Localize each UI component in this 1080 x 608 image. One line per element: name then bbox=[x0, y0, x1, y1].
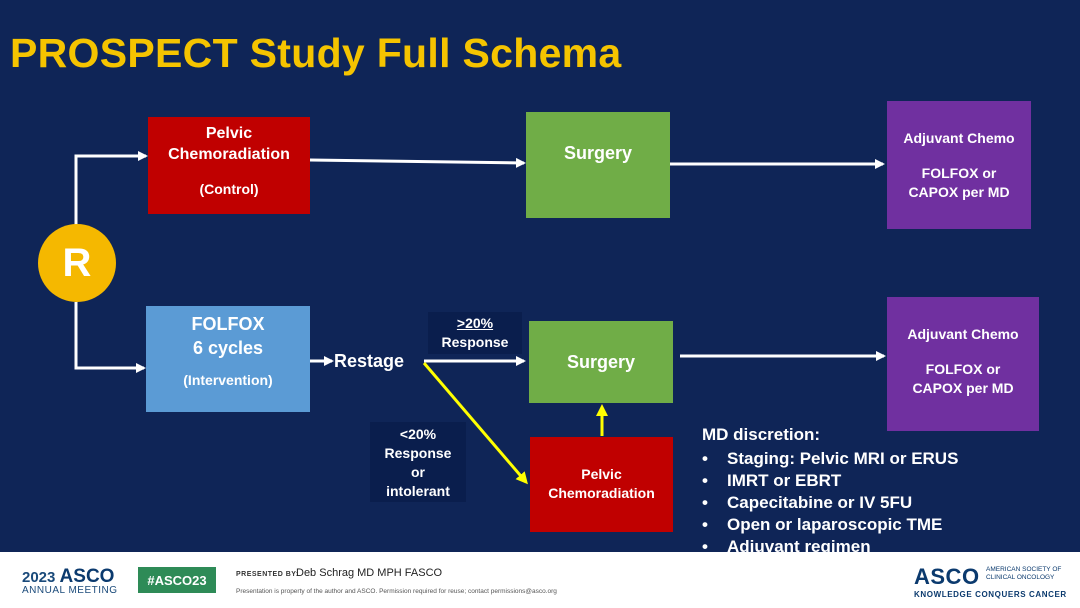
md-discretion-item: Capecitabine or IV 5FU bbox=[702, 492, 958, 514]
meeting-logo: 2023 ASCO bbox=[22, 566, 114, 588]
control-adjuvant-line2: CAPOX per MD bbox=[908, 184, 1010, 200]
control-box-note: (Control) bbox=[199, 181, 259, 197]
md-discretion-item: Staging: Pelvic MRI or ERUS bbox=[702, 448, 958, 470]
control-box-line2: Chemoradiation bbox=[168, 146, 290, 163]
response-high-line2: Response bbox=[441, 334, 509, 350]
arrow-to-control bbox=[74, 151, 148, 226]
control-adjuvant-box: Adjuvant Chemo FOLFOX or CAPOX per MD bbox=[887, 101, 1031, 229]
presented-by-label: PRESENTED BY: bbox=[236, 571, 299, 578]
response-high-line1: >20% bbox=[456, 315, 494, 331]
response-low-line1: <20% bbox=[399, 426, 437, 442]
control-surgery-label: Surgery bbox=[563, 143, 633, 163]
intervention-adjuvant-line1: FOLFOX or bbox=[925, 361, 1001, 377]
intervention-surgery-label: Surgery bbox=[566, 352, 636, 372]
page-title: PROSPECT Study Full Schema bbox=[10, 30, 622, 76]
response-high-label: >20% Response bbox=[428, 312, 522, 354]
intervention-folfox-box: FOLFOX 6 cycles (Intervention) bbox=[146, 306, 310, 412]
response-low-label: <20% Response or intolerant bbox=[370, 422, 466, 502]
intervention-adjuvant-title: Adjuvant Chemo bbox=[907, 326, 1019, 342]
slide: PROSPECT Study Full Schema R Pelvic Chem… bbox=[0, 0, 1080, 552]
permission-notice: Presentation is property of the author a… bbox=[236, 588, 557, 595]
intervention-pelvic-box: Pelvic Chemoradiation bbox=[530, 437, 673, 532]
intervention-box-note: (Intervention) bbox=[183, 372, 273, 388]
presenter-name: Deb Schrag MD MPH FASCO bbox=[296, 567, 443, 579]
arrow-control-to-surgery bbox=[309, 157, 526, 168]
arrow-restage-to-pelvic bbox=[422, 362, 528, 485]
intervention-surgery-box: Surgery bbox=[529, 321, 673, 403]
asco-full-name: AMERICAN SOCIETY OF CLINICAL ONCOLOGY bbox=[986, 566, 1062, 581]
meeting-year: 2023 bbox=[22, 569, 56, 586]
randomize-branch-arrows bbox=[74, 151, 148, 373]
intervention-box-line2: 6 cycles bbox=[192, 338, 264, 358]
control-adjuvant-line1: FOLFOX or bbox=[921, 165, 997, 181]
hashtag-badge: #ASCO23 bbox=[138, 567, 216, 593]
flow-arrows bbox=[74, 151, 886, 485]
md-discretion-panel: MD discretion: Staging: Pelvic MRI or ER… bbox=[702, 424, 958, 558]
intervention-pelvic-line1: Pelvic bbox=[581, 466, 622, 482]
restage-label: Restage bbox=[334, 351, 405, 371]
meeting-sub: ANNUAL MEETING bbox=[22, 585, 118, 596]
control-chemoradiation-box: Pelvic Chemoradiation (Control) bbox=[148, 117, 310, 214]
asco-logo: ASCO bbox=[914, 564, 980, 589]
md-discretion-list: Staging: Pelvic MRI or ERUS IMRT or EBRT… bbox=[702, 448, 958, 558]
md-discretion-item: Adjuvant regimen bbox=[702, 536, 958, 558]
intervention-pelvic-line2: Chemoradiation bbox=[548, 485, 655, 501]
control-adjuvant-title: Adjuvant Chemo bbox=[903, 130, 1015, 146]
meeting-name: ASCO bbox=[59, 566, 115, 587]
asco-tagline: KNOWLEDGE CONQUERS CANCER bbox=[914, 590, 1067, 599]
response-low-line3: or bbox=[411, 464, 425, 480]
md-discretion-item: Open or laparoscopic TME bbox=[702, 514, 958, 536]
control-box-line1: Pelvic bbox=[205, 125, 253, 142]
md-discretion-item: IMRT or EBRT bbox=[702, 470, 958, 492]
control-surgery-box: Surgery bbox=[526, 112, 670, 218]
intervention-box-line1: FOLFOX bbox=[191, 314, 265, 334]
footer-bar: 2023 ASCO ANNUAL MEETING #ASCO23 PRESENT… bbox=[0, 552, 1080, 608]
arrow-to-intervention bbox=[74, 302, 146, 373]
randomize-circle: R bbox=[38, 224, 116, 302]
md-discretion-heading: MD discretion: bbox=[702, 425, 821, 444]
response-low-line2: Response bbox=[384, 445, 452, 461]
response-low-line4: intolerant bbox=[386, 483, 450, 499]
intervention-adjuvant-line2: CAPOX per MD bbox=[912, 380, 1014, 396]
intervention-adjuvant-box: Adjuvant Chemo FOLFOX or CAPOX per MD bbox=[887, 297, 1039, 431]
